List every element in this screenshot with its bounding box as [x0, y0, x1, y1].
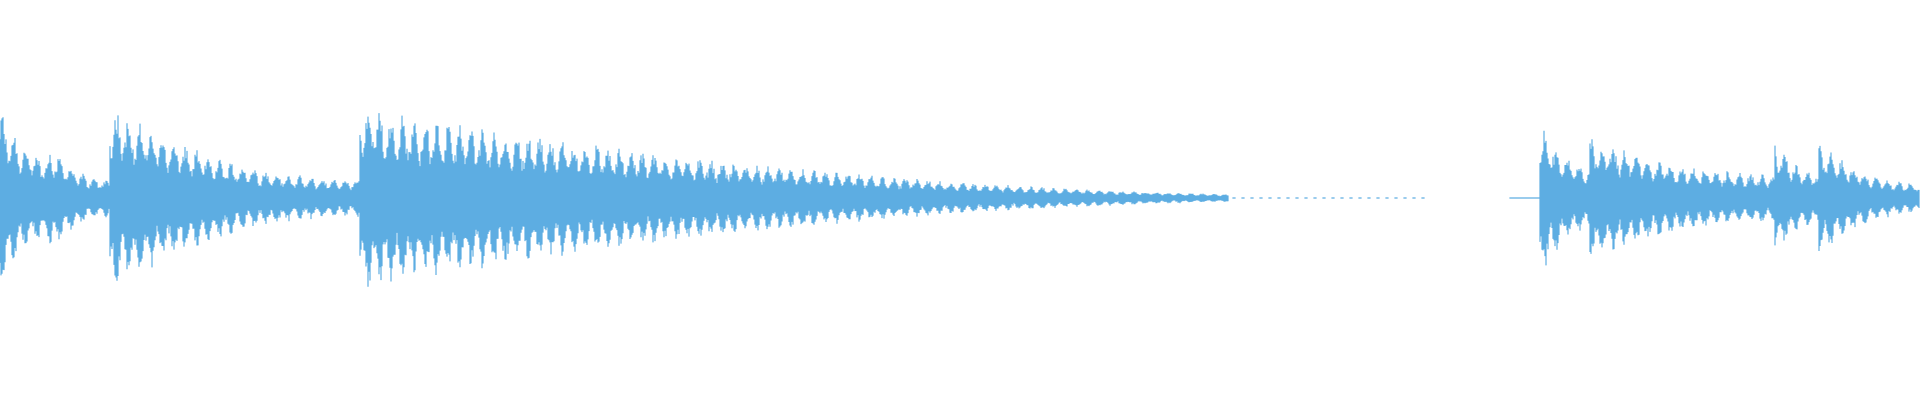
waveform-trace	[0, 113, 1920, 287]
waveform-amplitude-path	[0, 113, 1920, 287]
